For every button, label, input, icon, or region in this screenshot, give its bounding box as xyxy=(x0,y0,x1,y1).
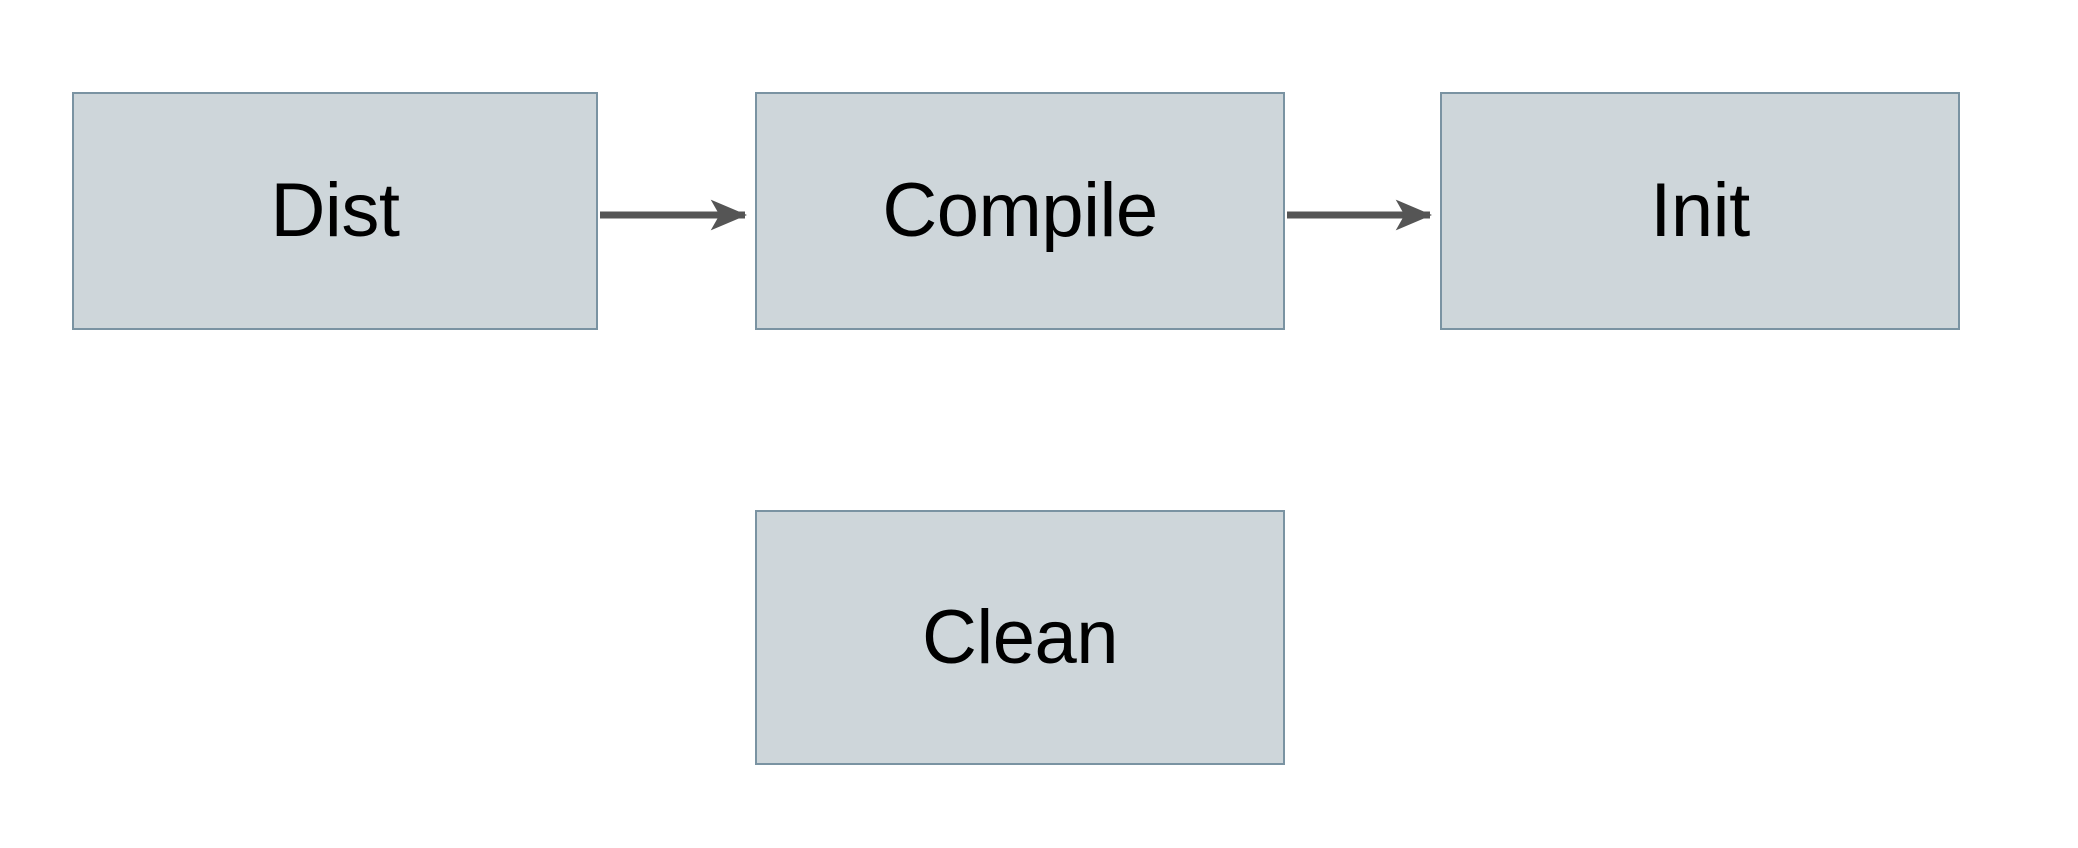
node-clean-label: Clean xyxy=(921,594,1119,680)
node-compile[interactable]: Compile xyxy=(755,92,1285,330)
node-init[interactable]: Init xyxy=(1440,92,1960,330)
node-clean[interactable]: Clean xyxy=(755,510,1285,765)
node-dist[interactable]: Dist xyxy=(72,92,598,330)
node-init-label: Init xyxy=(1650,168,1750,253)
node-compile-label: Compile xyxy=(882,168,1158,253)
node-dist-label: Dist xyxy=(270,168,400,253)
